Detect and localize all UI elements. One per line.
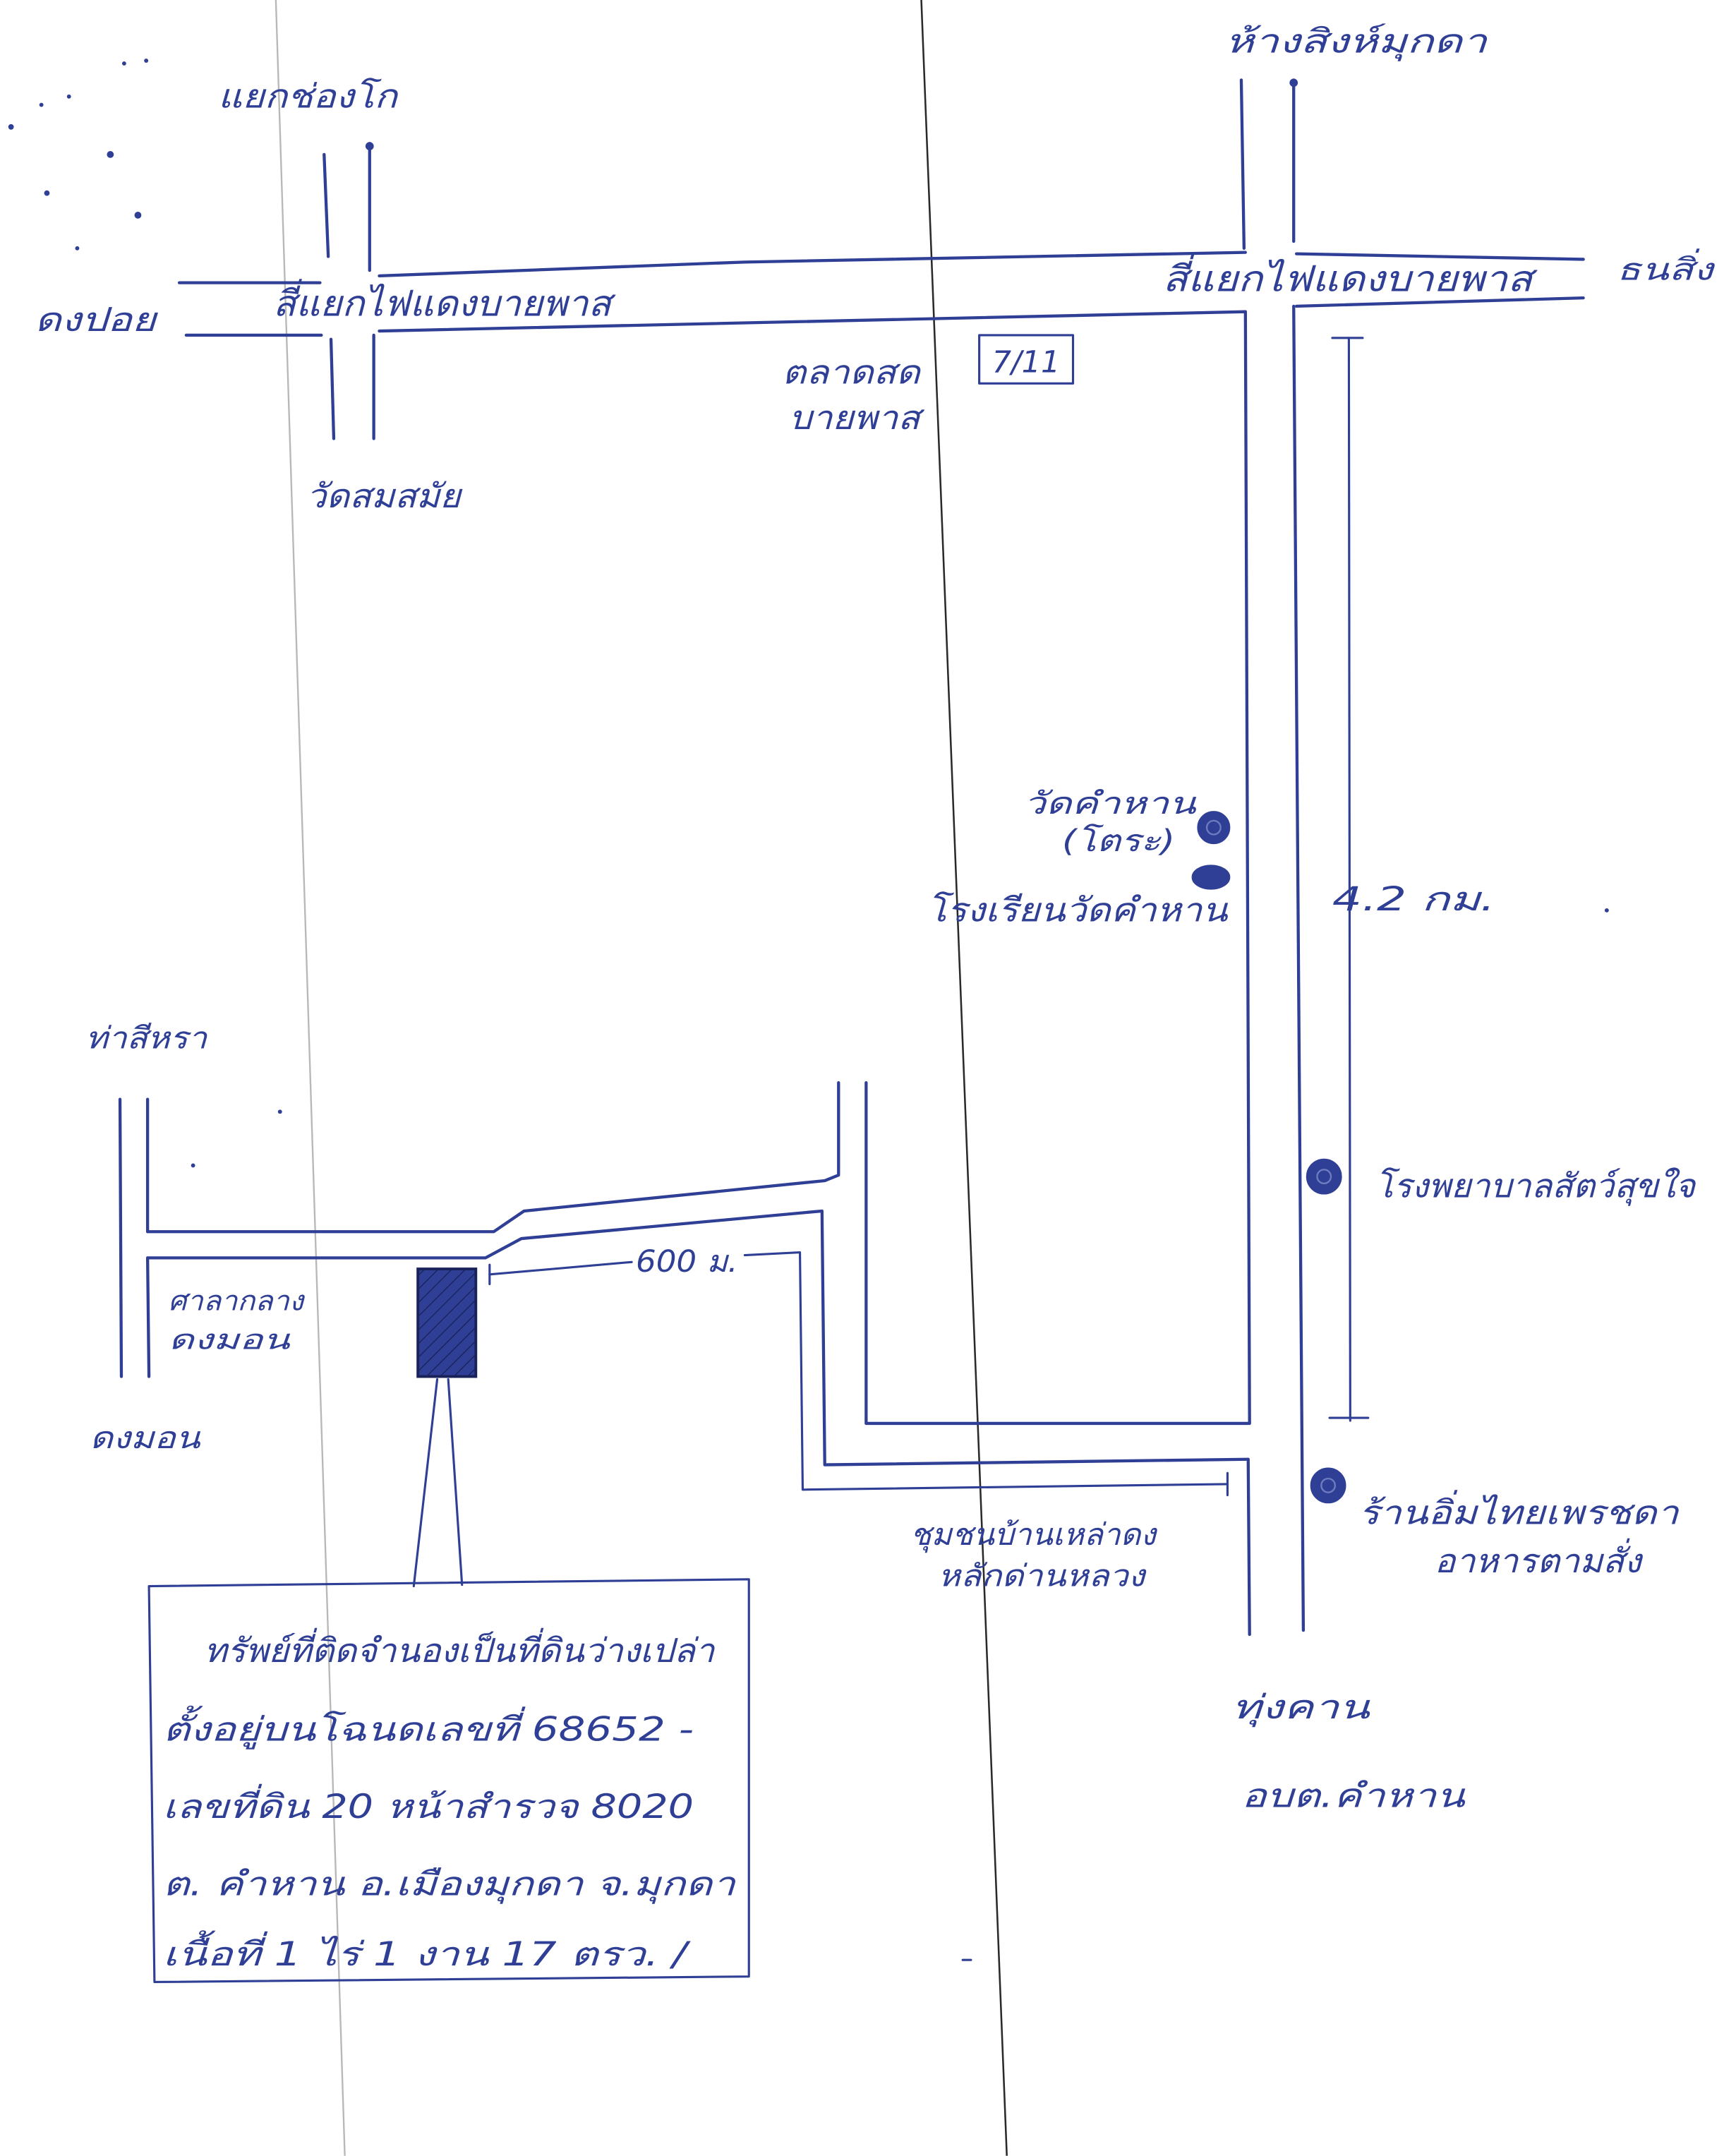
distance-line-segment-a bbox=[488, 1260, 633, 1276]
ink-speck bbox=[191, 1163, 195, 1168]
property-note-line-4: ต. คำหาน อ.เมืองมุกดา จ.มุกดา bbox=[163, 1865, 737, 1904]
ink-speck bbox=[107, 151, 114, 158]
label-direction-west: ดงปอย bbox=[35, 301, 159, 339]
label-school: โรงเรียนวัดคำหาน bbox=[927, 891, 1229, 930]
west-road-east-edge-lower bbox=[145, 1256, 151, 1378]
ink-speck bbox=[134, 212, 142, 219]
road-north-right-west-edge bbox=[1239, 78, 1246, 250]
label-direction-north: ห้างสิงห์มุกดา bbox=[1225, 22, 1489, 61]
label-community-line-2: หลักด่านหลวง bbox=[938, 1559, 1147, 1594]
label-restaurant-line-2: อาหารตามสั่ง bbox=[1435, 1538, 1644, 1581]
ink-speck bbox=[144, 59, 149, 63]
school-marker-icon bbox=[1191, 865, 1231, 890]
label-store: 7/11 bbox=[992, 345, 1061, 380]
label-direction-southwest: ดงมอน bbox=[90, 1421, 201, 1456]
label-temple-line-2: (โตระ) bbox=[1062, 824, 1175, 859]
bypass-north-edge-east bbox=[1294, 252, 1585, 261]
paper-guide-line-center bbox=[920, 0, 1008, 2156]
side-road-distance-line bbox=[488, 1251, 1229, 1497]
label-distance-main-road: 4.2 กม. bbox=[1332, 880, 1495, 919]
landmark-markers bbox=[1191, 811, 1346, 1504]
label-community-line-1: ชุมชนบ้านเหล่าดง bbox=[910, 1517, 1158, 1553]
property-note-line-1: ทรัพย์ที่ติดจำนองเป็นที่ดินว่างเปล่า bbox=[204, 1627, 716, 1670]
label-market-line-1: ตลาดสด bbox=[782, 353, 922, 392]
label-distance-side-road: 600 ม. bbox=[636, 1244, 738, 1279]
ink-speck bbox=[121, 61, 126, 66]
label-hall-line-2: ดงมอน bbox=[168, 1324, 291, 1356]
label-temple-south-left: วัดสมสมัย bbox=[306, 477, 464, 516]
road-north-right-arrow-tip bbox=[1289, 78, 1298, 88]
restaurant-marker-icon bbox=[1310, 1467, 1346, 1504]
property-callout bbox=[147, 1378, 750, 1984]
property-note-box bbox=[147, 1578, 750, 1984]
road-south-left-west-edge bbox=[329, 337, 336, 440]
property-note: ทรัพย์ที่ติดจำนองเป็นที่ดินว่างเปล่า ตั้… bbox=[163, 1627, 737, 1974]
temple-marker-ring bbox=[1205, 819, 1222, 836]
label-direction-south-line-1: ทุ่งคาน bbox=[1231, 1688, 1371, 1728]
ink-speck bbox=[44, 190, 50, 196]
ink-speck bbox=[66, 94, 71, 99]
property-note-line-5: เนื้อที่ 1 ไร่ 1 งาน 17 ตรว. / bbox=[163, 1930, 692, 1974]
property-parcel bbox=[416, 1267, 478, 1378]
label-vet-hospital: โรงพยาบาลสัตว์สุขใจ bbox=[1375, 1167, 1697, 1206]
store-box bbox=[978, 334, 1075, 385]
side-road-network bbox=[118, 1081, 1250, 1467]
property-note-line-2: ตั้งอยู่บนโฉนดเลขที่ 68652 - bbox=[163, 1705, 694, 1750]
label-temple-line-1: วัดคำหาน bbox=[1023, 786, 1197, 821]
main-road-distance-bar bbox=[1328, 337, 1370, 1422]
bypass-south-edge-middle bbox=[378, 310, 1247, 333]
vet-hospital-marker-ring bbox=[1316, 1169, 1332, 1185]
label-junction-north-left: แยกช่องโก bbox=[218, 77, 399, 116]
ink-specks bbox=[8, 59, 1609, 1168]
label-intersection-right: สี่แยกไฟแดงบายพาส bbox=[1163, 253, 1538, 299]
ink-speck bbox=[8, 124, 14, 130]
temple-marker-icon bbox=[1197, 811, 1231, 845]
vet-hospital-marker-icon bbox=[1306, 1158, 1342, 1195]
callout-leader-right bbox=[447, 1378, 464, 1586]
parcel-hatching bbox=[418, 1269, 476, 1377]
callout-leader-left bbox=[412, 1378, 439, 1588]
ink-speck bbox=[75, 246, 80, 251]
label-hall-line-1: ศาลากลาง bbox=[168, 1286, 306, 1318]
ink-speck bbox=[277, 1109, 282, 1114]
ink-speck bbox=[1604, 908, 1609, 913]
label-intersection-left: สี่แยกไฟแดงบายพาส bbox=[273, 279, 616, 325]
label-direction-east: ธนสิ่ง bbox=[1617, 248, 1716, 288]
side-road-branch-east-edge bbox=[864, 1081, 1250, 1426]
main-road-west-edge bbox=[1243, 310, 1251, 1426]
main-road-east-edge bbox=[1292, 304, 1306, 1632]
bypass-north-edge-middle bbox=[378, 251, 1247, 278]
side-road-south-edge bbox=[145, 1209, 1250, 1467]
paper-guide-line-left bbox=[275, 0, 346, 2156]
bypass-south-edge-east bbox=[1294, 296, 1585, 308]
label-direction-south-line-2: อบต.คำหาน bbox=[1241, 1776, 1466, 1815]
main-road-west-edge-south bbox=[1246, 1457, 1251, 1637]
ink-speck bbox=[39, 102, 44, 107]
label-direction-west-lower: ท่าสีหรา bbox=[85, 1020, 208, 1056]
west-road-west-edge bbox=[118, 1097, 123, 1378]
road-north-left-arrow-tip bbox=[365, 142, 374, 151]
distance-bar-line bbox=[1347, 337, 1351, 1422]
label-market-line-2: บายพาส bbox=[789, 399, 925, 438]
distance-line-segment-b bbox=[743, 1251, 1229, 1491]
restaurant-marker-ring bbox=[1320, 1477, 1337, 1493]
map-labels: แยกช่องโก ดงปอย สี่แยกไฟแดงบายพาส วัดสมส… bbox=[35, 22, 1716, 1815]
side-road-north-edge bbox=[145, 1081, 840, 1234]
road-north-left-west-edge bbox=[323, 152, 330, 258]
property-note-line-3: เลขที่ดิน 20 หน้าสำรวจ 8020 bbox=[163, 1783, 694, 1826]
bypass-road-network bbox=[177, 78, 1585, 1637]
label-restaurant-line-1: ร้านอิ่มไทยเพรชดา bbox=[1358, 1490, 1680, 1533]
